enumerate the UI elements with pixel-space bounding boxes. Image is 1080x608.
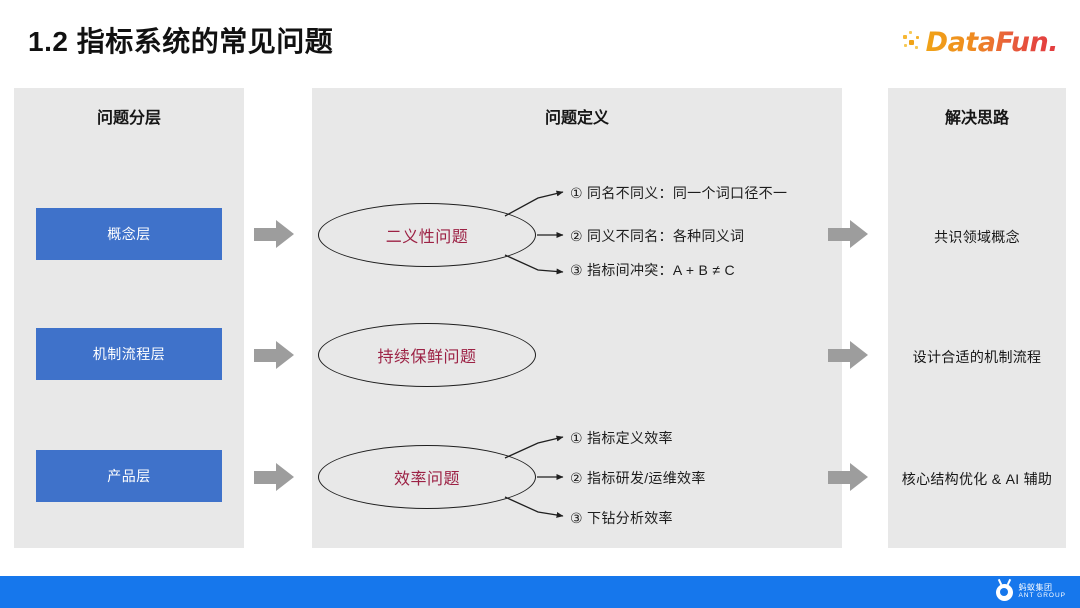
- panel-middle-header: 问题定义: [544, 110, 609, 127]
- chevron-right-icon-left-2: [254, 463, 294, 491]
- problem-ellipse-ambiguity[interactable]: 二义性问题: [318, 203, 536, 267]
- problem-ellipse-efficiency[interactable]: 效率问题: [318, 445, 536, 509]
- footer-bar: 蚂蚁集团 ANT GROUP: [0, 576, 1080, 608]
- ant-group-logo: 蚂蚁集团 ANT GROUP: [996, 582, 1066, 602]
- chevron-right-icon-left-0: [254, 220, 294, 248]
- solution-text-mechanism: 设计合适的机制流程: [912, 349, 1042, 365]
- detail-item: ① 同名不同义：同一个词口径不一: [570, 185, 788, 201]
- ant-mark-icon: [996, 583, 1014, 601]
- chevron-right-icon-right-1: [828, 341, 868, 369]
- datafun-logo: DataFun.: [902, 25, 1059, 59]
- solution-text-product: 核心结构优化 & AI 辅助: [901, 471, 1053, 487]
- detail-item: ③ 指标间冲突：A + B ≠ C: [570, 262, 735, 278]
- detail-item: ② 指标研发/运维效率: [570, 470, 706, 486]
- chevron-right-icon-right-0: [828, 220, 868, 248]
- chevron-right-icon-left-1: [254, 341, 294, 369]
- page-title: 1.2 指标系统的常见问题: [28, 26, 334, 57]
- detail-item: ① 指标定义效率: [570, 430, 673, 446]
- detail-item: ② 同义不同名：各种同义词: [570, 228, 745, 244]
- panel-right-header: 解决思路: [944, 110, 1009, 127]
- chevron-right-icon-right-2: [828, 463, 868, 491]
- datafun-dots-icon: [902, 31, 925, 53]
- ant-group-label-en: ANT GROUP: [1018, 591, 1066, 599]
- ant-group-wordmark: 蚂蚁集团 ANT GROUP: [1018, 583, 1066, 599]
- panel-left-header: 问题分层: [96, 110, 161, 127]
- layer-box-product[interactable]: 产品层: [36, 450, 222, 502]
- layer-box-concept[interactable]: 概念层: [36, 208, 222, 260]
- datafun-wordmark: DataFun.: [925, 26, 1059, 58]
- panel-solutions: 解决思路: [888, 88, 1066, 548]
- solution-text-concept: 共识领域概念: [934, 229, 1020, 245]
- detail-item: ③ 下钻分析效率: [570, 510, 673, 526]
- layer-box-mechanism[interactable]: 机制流程层: [36, 328, 222, 380]
- problem-ellipse-freshness[interactable]: 持续保鲜问题: [318, 323, 536, 387]
- ant-group-label-cn: 蚂蚁集团: [1018, 583, 1053, 593]
